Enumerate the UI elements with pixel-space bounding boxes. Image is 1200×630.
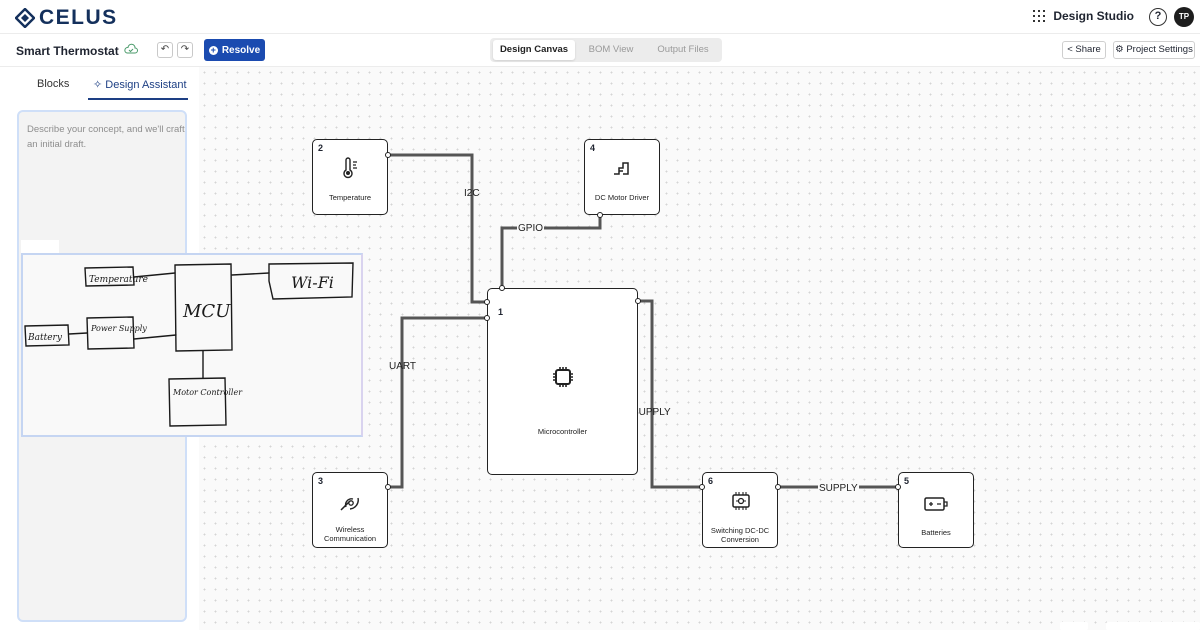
block-number: 3 [318,476,324,486]
block-switching-dc-dc[interactable]: 6 Switching DC-DC Conversion [702,472,778,548]
resolve-label: Resolve [221,44,261,56]
tab-design-canvas[interactable]: Design Canvas [493,40,575,60]
design-canvas[interactable]: I2C GPIO UART SUPPLY SUPPLY 1 Microcontr… [199,67,1200,630]
motor-driver-icon [614,162,629,175]
cloud-saved-icon [124,43,138,54]
block-name: DC Motor Driver [594,193,650,202]
battery-icon [924,497,948,511]
resolve-button[interactable]: + Resolve [204,39,265,61]
port-dcdc-in[interactable] [699,484,705,490]
block-number: 1 [498,307,504,317]
project-name: Smart Thermostat [16,44,119,58]
block-batteries[interactable]: 5 Batteries [898,472,974,548]
port-mcu-gpio[interactable] [499,285,505,291]
hand-drawn-sketch: Temperature MCU Wi-Fi Battery Power Supp… [24,262,354,427]
project-toolbar: Smart Thermostat ↶ ↷ + Resolve Design Ca… [0,34,1200,67]
resolve-plus-icon: + [208,44,218,55]
top-bar: CELUS Design Studio ? TP [0,0,1200,34]
tab-blocks[interactable]: Blocks [37,78,70,90]
celus-logo[interactable]: CELUS [15,6,118,30]
tab-design-assistant-label: Design Assistant [105,79,187,91]
sketch-label-mcu: MCU [182,301,231,322]
canvas-control-right[interactable] [1106,622,1200,630]
gear-icon: ⚙ [1115,44,1124,55]
block-temperature[interactable]: 2 Temperature [312,139,388,215]
port-wireless-out[interactable] [385,484,391,490]
sketch-label-battery: Battery [27,333,63,343]
celus-logo-icon [15,8,35,28]
wire-label-supply-mcu: SUPPLY [632,407,671,418]
chip-icon [553,367,573,387]
uploaded-sketch-image[interactable]: Temperature MCU Wi-Fi Battery Power Supp… [21,253,363,437]
dcdc-icon [732,492,750,510]
block-name: Wireless Communication [323,525,377,543]
share-label: Share [1075,44,1101,55]
tab-design-assistant[interactable]: ✧ Design Assistant [93,78,187,91]
logo-text: CELUS [39,6,118,29]
active-tab-indicator [88,98,188,100]
app-switcher-label: Design Studio [1053,9,1134,23]
redo-icon[interactable]: ↷ [177,42,193,58]
tab-output-files[interactable]: Output Files [657,44,709,55]
view-switcher: Design Canvas BOM View Output Files [490,38,722,62]
apps-grid-icon [1033,10,1046,22]
block-dc-motor-driver[interactable]: 4 DC Motor Driver [584,139,660,215]
antenna-icon [340,497,359,511]
tab-bom-view[interactable]: BOM View [588,44,634,55]
block-number: 4 [590,143,596,153]
share-button[interactable]: < Share [1062,41,1106,59]
block-number: 2 [318,143,324,153]
block-name: Microcontroller [537,427,588,436]
block-name: Switching DC-DC Conversion [710,526,770,544]
wire-supply-mcu [638,299,703,489]
port-motor-driver-out[interactable] [597,212,603,218]
wire-gpio [500,214,602,288]
port-mcu-supply[interactable] [635,298,641,304]
magic-wand-icon: ✧ [93,79,103,91]
sketch-label-motor-controller: Motor Controller [172,388,243,397]
wire-label-uart: UART [389,361,417,372]
port-temperature-out[interactable] [385,152,391,158]
port-dcdc-out[interactable] [775,484,781,490]
wire-i2c [387,153,487,304]
wire-label-supply-battery: SUPPLY [818,483,859,494]
block-number: 6 [708,476,714,486]
block-number: 5 [904,476,910,486]
sketch-label-power-supply: Power Supply [90,324,147,333]
wire-label-gpio: GPIO [517,223,545,234]
project-settings-label: Project Settings [1126,44,1193,55]
sketch-drag-handle[interactable] [21,240,59,253]
left-panel-tabs: Blocks ✧ Design Assistant [0,67,199,101]
undo-icon[interactable]: ↶ [157,42,173,58]
connection-wires [387,153,899,489]
block-name: Temperature [328,193,372,202]
help-icon[interactable]: ? [1149,8,1167,26]
share-icon: < [1067,44,1073,55]
thermometer-icon [343,157,357,179]
sketch-label-temperature: Temperature [89,275,148,285]
port-mcu-uart[interactable] [484,315,490,321]
port-mcu-i2c[interactable] [484,299,490,305]
sketch-label-wifi: Wi-Fi [291,273,334,292]
block-wireless-communication[interactable]: 3 Wireless Communication [312,472,388,548]
assistant-placeholder: Describe your concept, and we'll craft a… [27,124,185,150]
wire-uart [388,316,487,489]
wire-label-i2c: I2C [464,188,480,199]
canvas-control-left[interactable] [1060,622,1088,630]
block-microcontroller[interactable]: 1 Microcontroller [487,288,638,475]
project-settings-button[interactable]: ⚙ Project Settings [1113,41,1195,59]
port-battery-out[interactable] [895,484,901,490]
app-switcher[interactable]: Design Studio [1033,9,1134,23]
user-avatar[interactable]: TP [1174,7,1194,27]
block-name: Batteries [921,528,951,537]
